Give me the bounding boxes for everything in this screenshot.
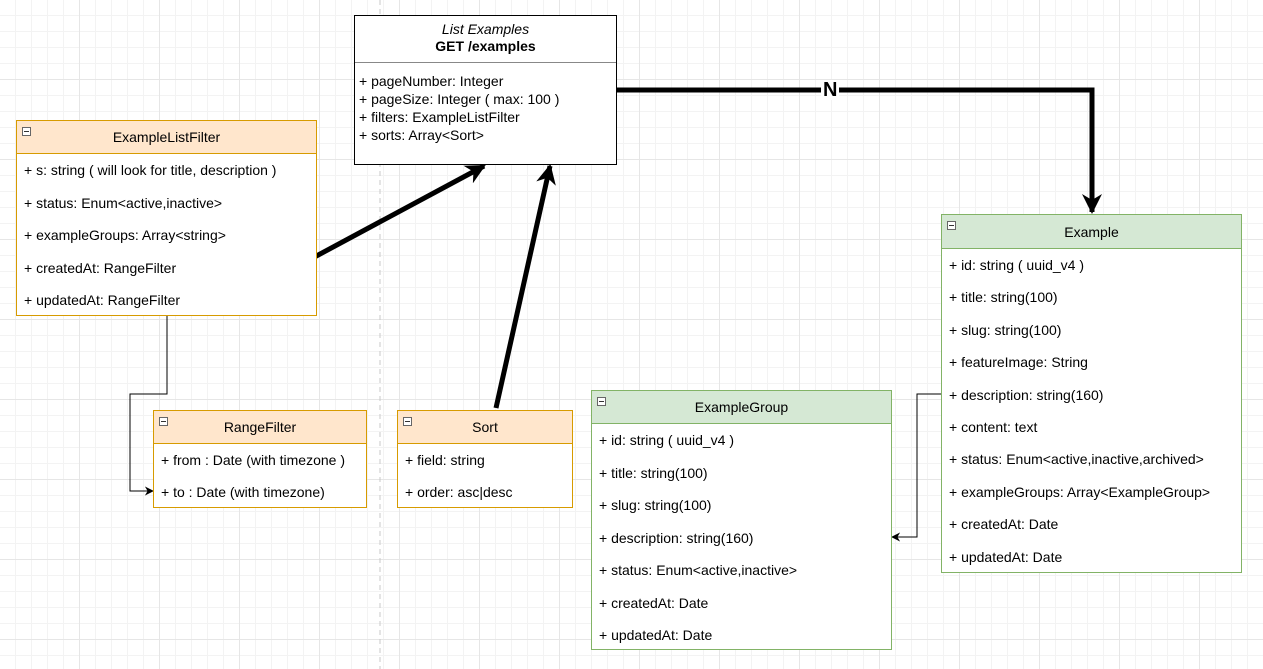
class-header[interactable]: Sort xyxy=(398,411,572,444)
class-field: + status: Enum<active,inactive> xyxy=(599,562,798,578)
class-field: + description: string(160) xyxy=(949,386,1104,403)
collapse-icon[interactable] xyxy=(403,417,412,426)
class-field: + createdAt: Date xyxy=(599,594,709,611)
collapse-icon[interactable] xyxy=(947,221,956,230)
class-field: + status: Enum<active,inactive> xyxy=(24,194,223,211)
edge-endpoint-to-example xyxy=(617,87,1102,214)
class-field: + featureImage: String xyxy=(949,354,1088,371)
class-field: + exampleGroups: Array<ExampleGroup> xyxy=(949,483,1211,500)
endpoint-title: List Examples xyxy=(441,21,530,37)
class-field: + field: string xyxy=(405,452,485,468)
endpoint-divider xyxy=(355,62,616,63)
class-title: ExampleGroup xyxy=(694,399,789,415)
collapse-icon[interactable] xyxy=(22,127,31,136)
class-field: + s: string ( will look for title, descr… xyxy=(24,162,277,178)
collapse-icon[interactable] xyxy=(597,397,606,406)
class-field: + updatedAt: Date xyxy=(949,548,1063,565)
endpoint-route: GET /examples xyxy=(435,38,536,54)
class-header[interactable]: Example xyxy=(942,215,1241,249)
class-field: + exampleGroups: Array<string> xyxy=(24,227,226,244)
class-field: + updatedAt: Date xyxy=(599,627,713,643)
endpoint-fields: + pageNumber: Integer + pageSize: Intege… xyxy=(355,63,616,144)
class-title: Example xyxy=(1064,223,1119,240)
example-group-class[interactable]: ExampleGroup + id: string ( uuid_v4 ) + … xyxy=(591,390,892,650)
class-field: + title: string(100) xyxy=(599,464,708,481)
class-header[interactable]: ExampleListFilter xyxy=(17,121,316,154)
class-header[interactable]: RangeFilter xyxy=(154,411,366,444)
class-title: Sort xyxy=(472,419,498,435)
example-class[interactable]: Example + id: string ( uuid_v4 ) + title… xyxy=(941,214,1242,573)
range-filter-class[interactable]: RangeFilter + from : Date (with timezone… xyxy=(153,410,367,508)
edge-example-to-examplegroup xyxy=(891,393,942,542)
class-title: ExampleListFilter xyxy=(112,129,221,145)
class-field: + content: text xyxy=(949,419,1038,436)
class-title: RangeFilter xyxy=(223,419,297,435)
edge-filter-to-rangefilter xyxy=(129,316,168,496)
endpoint-field: + sorts: Array<Sort> xyxy=(359,127,484,143)
class-field: + createdAt: RangeFilter xyxy=(24,259,177,276)
endpoint-field: + filters: ExampleListFilter xyxy=(359,109,520,125)
class-field: + description: string(160) xyxy=(599,529,754,546)
class-field: + status: Enum<active,inactive,archived> xyxy=(949,451,1204,468)
class-field: + to : Date (with timezone) xyxy=(161,484,325,500)
class-field: + updatedAt: RangeFilter xyxy=(24,292,181,309)
edge-sort-to-endpoint xyxy=(493,164,556,409)
class-header[interactable]: ExampleGroup xyxy=(592,391,891,424)
relation-label-n: N xyxy=(821,79,840,101)
endpoint-field: + pageSize: Integer ( max: 100 ) xyxy=(359,91,560,107)
class-field: + order: asc|desc xyxy=(405,484,513,500)
class-field: + title: string(100) xyxy=(949,289,1058,306)
collapse-icon[interactable] xyxy=(159,417,168,426)
endpoint-box[interactable]: List Examples GET /examples + pageNumber… xyxy=(354,15,617,165)
sort-class[interactable]: Sort + field: string + order: asc|desc xyxy=(397,410,573,508)
class-field: + id: string ( uuid_v4 ) xyxy=(599,432,735,448)
class-field: + createdAt: Date xyxy=(949,516,1059,533)
class-field: + slug: string(100) xyxy=(949,321,1062,338)
endpoint-field: + pageNumber: Integer xyxy=(359,73,504,89)
example-list-filter-class[interactable]: ExampleListFilter + s: string ( will loo… xyxy=(16,120,317,316)
class-field: + from : Date (with timezone ) xyxy=(161,452,346,468)
class-field: + id: string ( uuid_v4 ) xyxy=(949,257,1085,273)
class-field: + slug: string(100) xyxy=(599,497,712,513)
